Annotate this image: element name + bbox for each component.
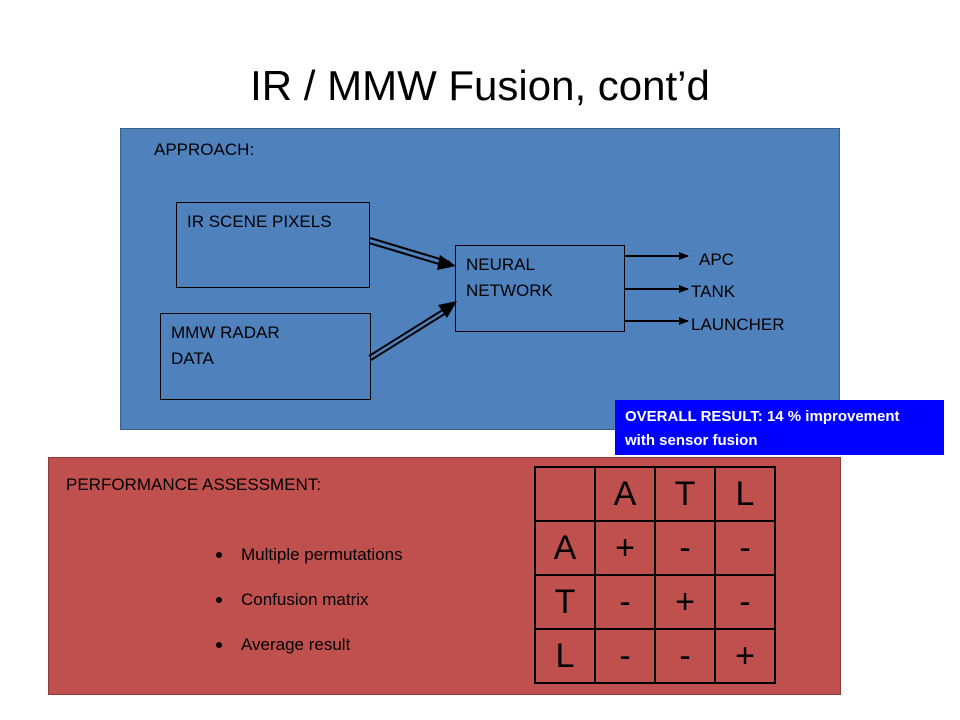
matrix-header-cell: T <box>654 466 716 522</box>
ir-scene-pixels-box: IR SCENE PIXELS <box>176 202 370 288</box>
matrix-row-label: L <box>534 628 596 684</box>
ir-to-network-arrow <box>368 237 456 270</box>
bullet-item: Multiple permutations <box>216 538 403 583</box>
overall-result-line2: with sensor fusion <box>625 432 758 449</box>
confusion-matrix: A T L A + - - T - + - L - - + <box>534 466 776 684</box>
output-tank: TANK <box>691 282 736 301</box>
matrix-cell: - <box>714 574 776 630</box>
matrix-row-label: T <box>534 574 596 630</box>
ir-scene-pixels-label: IR SCENE PIXELS <box>187 212 332 231</box>
overall-result-line1: OVERALL RESULT: 14 % improvement <box>625 408 900 425</box>
matrix-row: T - + - <box>534 574 776 630</box>
matrix-cell: + <box>714 628 776 684</box>
neural-network-label-line1: NEURAL <box>466 255 535 274</box>
bullet-item: Average result <box>216 628 403 673</box>
mmw-radar-label-line2: DATA <box>171 349 214 369</box>
matrix-header-row: A T L <box>534 466 776 522</box>
neural-network-label-line2: NETWORK <box>466 281 553 301</box>
neural-network-box: NEURAL NETWORK <box>455 245 625 332</box>
performance-bullet-list: Multiple permutations Confusion matrix A… <box>216 538 403 673</box>
bullet-dot-icon <box>216 552 222 558</box>
output-apc: APC <box>699 250 734 269</box>
matrix-row: A + - - <box>534 520 776 576</box>
overall-result-box: OVERALL RESULT: 14 % improvement with se… <box>615 400 944 455</box>
bullet-item: Confusion matrix <box>216 583 403 628</box>
slide-title: IR / MMW Fusion, cont’d <box>250 62 710 109</box>
matrix-row-label: A <box>534 520 596 576</box>
matrix-cell: + <box>654 574 716 630</box>
matrix-header-cell: A <box>594 466 656 522</box>
bullet-dot-icon <box>216 597 222 603</box>
mmw-radar-label-line1: MMW RADAR <box>171 323 280 342</box>
mmw-to-network-arrow <box>368 301 457 361</box>
bullet-dot-icon <box>216 642 222 648</box>
mmw-radar-data-box: MMW RADAR DATA <box>160 313 371 400</box>
matrix-cell: - <box>594 574 656 630</box>
matrix-cell: - <box>594 628 656 684</box>
matrix-cell: - <box>654 628 716 684</box>
approach-panel: APPROACH: IR SCENE PIXELS MMW RADAR DATA… <box>120 128 840 430</box>
matrix-cell: + <box>594 520 656 576</box>
matrix-row: L - - + <box>534 628 776 684</box>
output-launcher: LAUNCHER <box>691 315 785 334</box>
matrix-cell: - <box>714 520 776 576</box>
approach-heading: APPROACH: <box>154 140 255 159</box>
matrix-cell: - <box>654 520 716 576</box>
matrix-header-cell: L <box>714 466 776 522</box>
matrix-corner-cell <box>534 466 596 522</box>
performance-heading: PERFORMANCE ASSESSMENT: <box>66 475 322 494</box>
